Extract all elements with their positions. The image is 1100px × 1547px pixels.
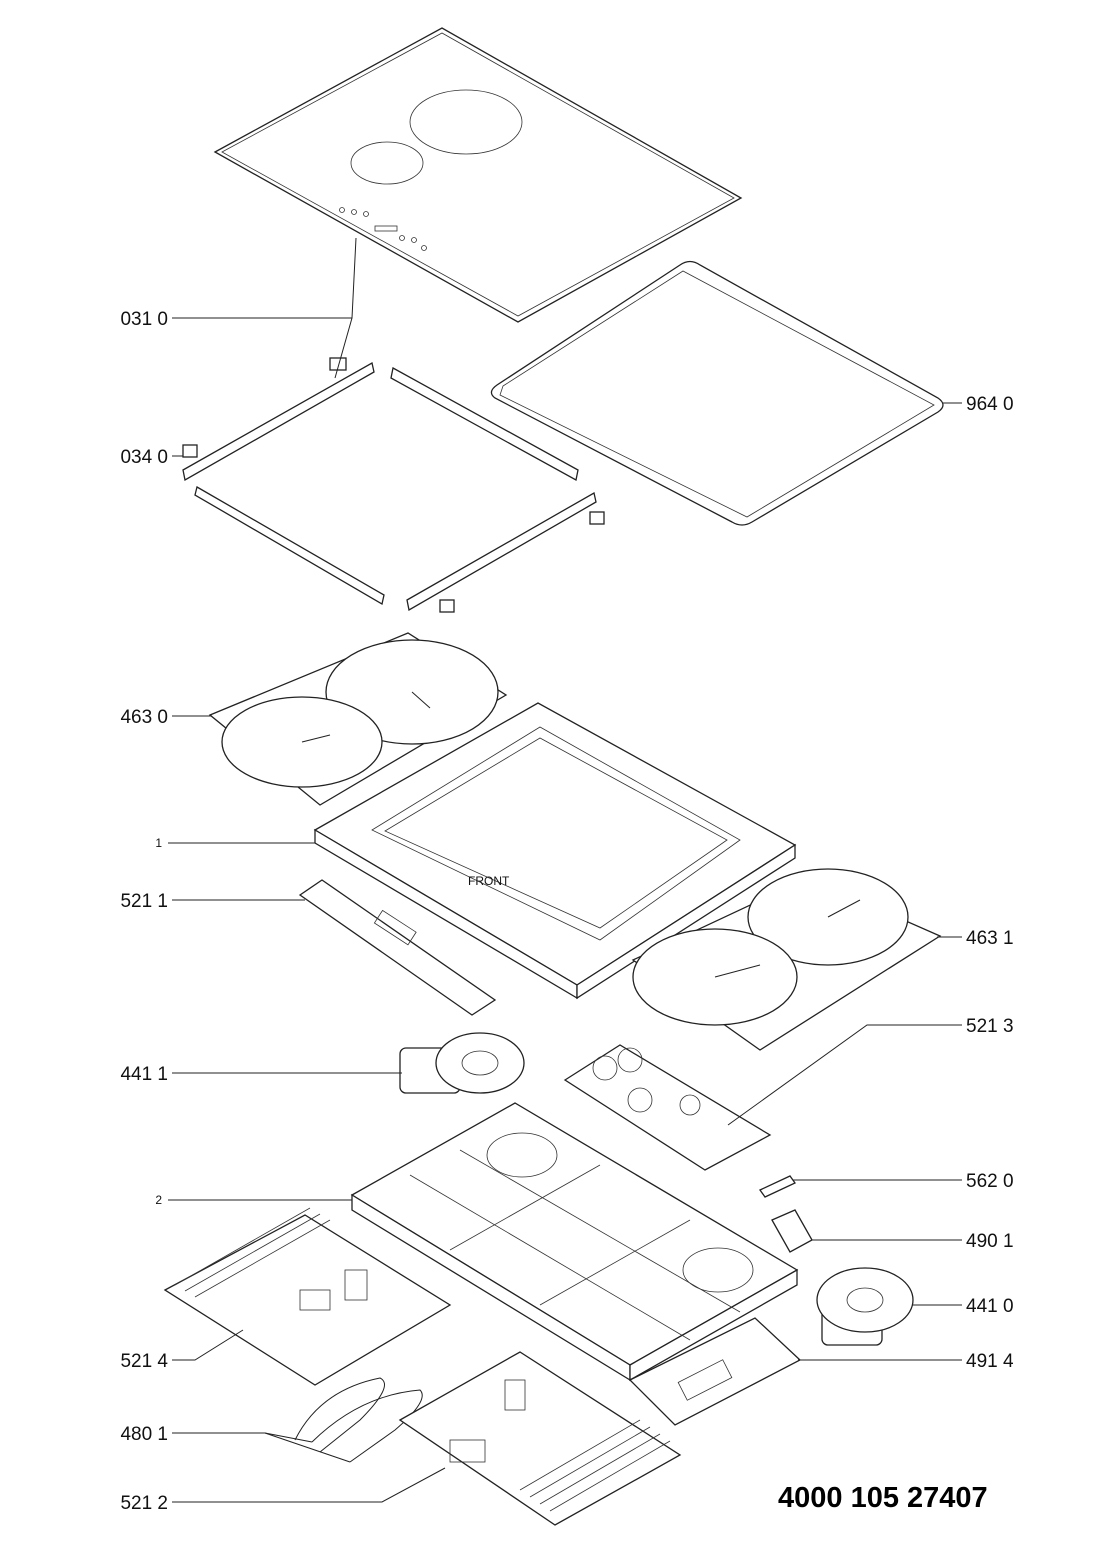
callout-521-2: 521 2 [120,1493,168,1514]
part-coil-plate-right [631,868,942,1051]
callout-490-1: 490 1 [966,1231,1014,1252]
part-chassis-frame: FRONT [313,702,797,1000]
callout-441-0: 441 0 [966,1296,1014,1317]
part-power-board-left [163,1207,452,1386]
document-code: 4000 105 27407 [778,1482,988,1514]
callouts-left: 031 0 034 0 463 0 1 521 1 441 1 2 521 4 … [120,309,168,1514]
callout-463-0: 463 0 [120,707,168,728]
front-marking: FRONT [468,874,510,888]
part-control-board [298,879,497,1016]
part-base-housing [350,1102,799,1382]
callout-441-1: 441 1 [120,1064,168,1085]
part-coil-plate-left [208,632,508,806]
callout-964-0: 964 0 [966,394,1014,415]
callout-562-0: 562 0 [966,1171,1014,1192]
leader-lines [168,237,962,1503]
part-fuse [759,1175,796,1198]
part-seal [490,260,944,526]
part-power-board-bottom [398,1351,682,1526]
callout-521-3: 521 3 [966,1016,1014,1037]
callout-521-4: 521 4 [120,1351,168,1372]
callout-521-1: 521 1 [120,891,168,912]
callout-031-0: 031 0 [120,309,168,330]
callout-463-1: 463 1 [966,928,1014,949]
part-power-board-right [563,1044,772,1171]
part-fuse-holder [771,1209,813,1253]
part-glass-cooktop [213,27,743,323]
callout-2: 2 [155,1193,162,1207]
callout-491-4: 491 4 [966,1351,1014,1372]
part-fan-right [816,1267,914,1346]
part-frame-rails [182,357,605,613]
callouts-right: 964 0 463 1 521 3 562 0 490 1 441 0 491 … [966,394,1014,1372]
callout-1: 1 [155,836,162,850]
part-fan-left [399,1032,525,1094]
callout-034-0: 034 0 [120,447,168,468]
callout-480-1: 480 1 [120,1424,168,1445]
